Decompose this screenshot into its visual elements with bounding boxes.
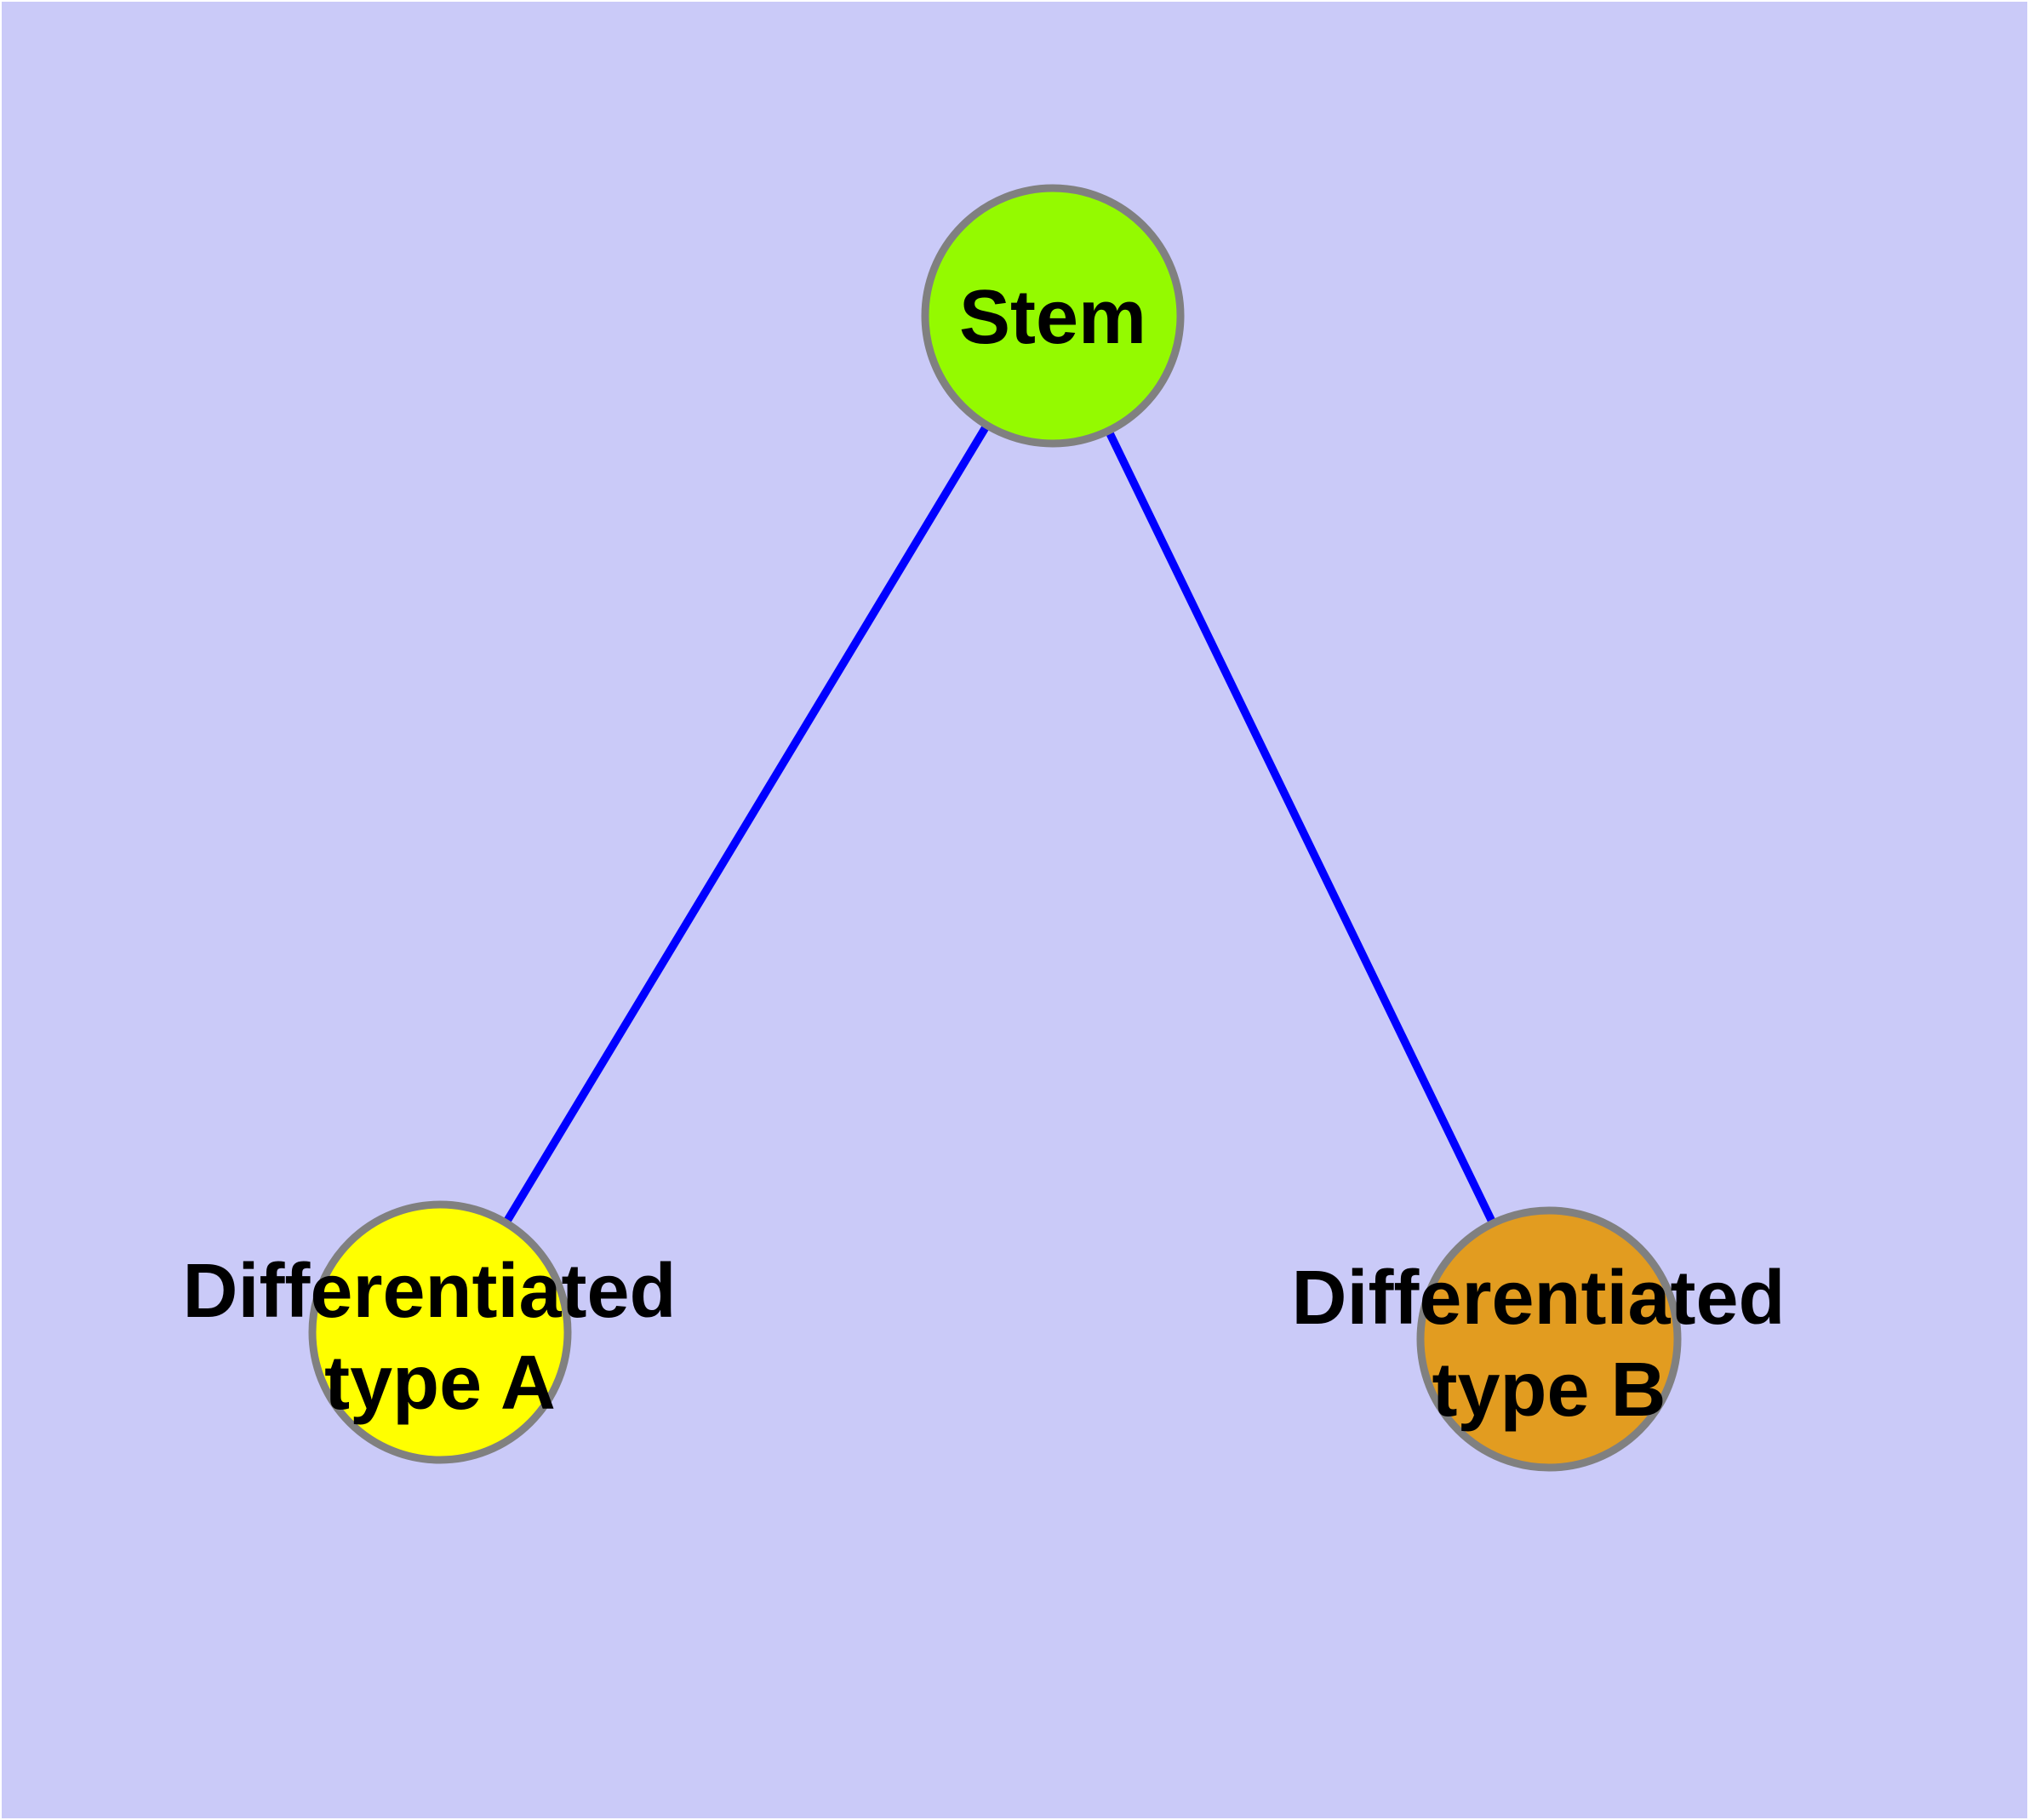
edge-stem-to-type-b — [1049, 313, 1553, 1342]
node-type-a-label: Differentiated type A — [182, 1223, 697, 1426]
node-type-a-label-line1: Differentiated — [182, 1249, 676, 1334]
node-stem-label: Stem — [959, 275, 1146, 360]
node-type-a-circle — [308, 1200, 572, 1464]
edge-stem-to-type-a — [436, 313, 1057, 1335]
node-stem-circle — [921, 184, 1185, 448]
node-type-b-circle — [1416, 1206, 1682, 1472]
node-type-a-label-line2: type A — [324, 1341, 556, 1426]
node-type-b-label-line2: type B — [1432, 1348, 1666, 1433]
node-type-b-label: Differentiated type B — [1291, 1230, 1806, 1433]
node-type-b-label-line1: Differentiated — [1291, 1256, 1785, 1341]
